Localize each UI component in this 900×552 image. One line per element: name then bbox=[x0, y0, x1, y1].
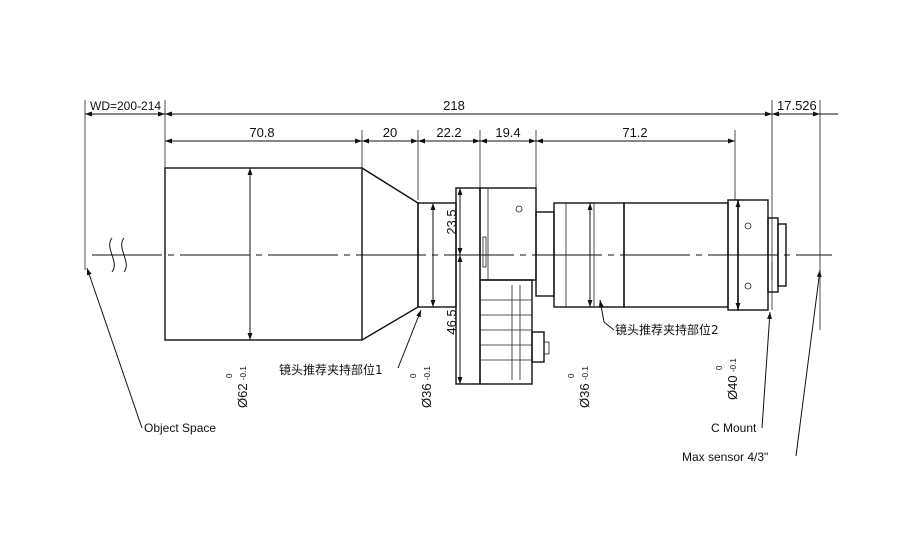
diameter-label-d62: Ø62 0 -0.1 bbox=[225, 366, 250, 408]
clamp2-label: 镜头推荐夹持部位2 bbox=[615, 322, 719, 337]
lens-front-barrel bbox=[164, 167, 363, 341]
dim-line-heights: 23.5 46.5 bbox=[444, 188, 463, 384]
diameter-label-d36b: Ø36 0 -0.1 bbox=[567, 366, 592, 408]
d36a-tol-upper: 0 bbox=[409, 373, 418, 378]
dim-sensor-label: 17.526 bbox=[777, 98, 817, 113]
dim-taper-label: 20 bbox=[383, 125, 397, 140]
lens-taper-section bbox=[361, 167, 419, 341]
d40-main: Ø40 bbox=[725, 375, 740, 400]
lens-mount-block bbox=[455, 187, 537, 385]
dim-rear-label: 71.2 bbox=[622, 125, 647, 140]
c-mount-thread bbox=[767, 217, 787, 293]
d62-tol-upper: 0 bbox=[225, 373, 234, 378]
callout-c-mount: C Mount bbox=[711, 311, 772, 435]
d36a-tol-lower: -0.1 bbox=[423, 366, 432, 380]
d36b-main: Ø36 bbox=[577, 383, 592, 408]
d62-main: Ø62 bbox=[235, 383, 250, 408]
diameter-label-d40: Ø40 0 -0.1 bbox=[715, 358, 740, 400]
callout-clamp-1: 镜头推荐夹持部位1 bbox=[279, 309, 422, 377]
dim-line-total: 218 bbox=[165, 98, 772, 117]
segment-dimension-lines: 70.8 20 22.2 19.4 71.2 bbox=[165, 125, 735, 144]
callout-object-space: Object Space bbox=[86, 267, 216, 435]
d36a-main: Ø36 bbox=[419, 383, 434, 408]
dim-lower-height-label: 46.5 bbox=[444, 309, 459, 334]
d40-tol-upper: 0 bbox=[715, 365, 724, 370]
break-symbol bbox=[109, 237, 127, 273]
c-mount-label: C Mount bbox=[711, 421, 757, 435]
dim-wd-label: WD=200-214 bbox=[90, 99, 161, 113]
d36b-tol-lower: -0.1 bbox=[581, 366, 590, 380]
clamp1-label: 镜头推荐夹持部位1 bbox=[279, 362, 383, 377]
diameter-label-d36a: Ø36 0 -0.1 bbox=[409, 366, 434, 408]
lens-knob-assembly bbox=[479, 279, 550, 385]
dim-upper-height-label: 23.5 bbox=[444, 209, 459, 234]
max-sensor-label: Max sensor 4/3" bbox=[682, 450, 768, 464]
callout-max-sensor: Max sensor 4/3" bbox=[682, 269, 822, 464]
d36b-tol-upper: 0 bbox=[567, 373, 576, 378]
dim-total-label: 218 bbox=[443, 98, 465, 113]
dim-line-wd: WD=200-214 bbox=[85, 99, 165, 117]
dim-line-sensor: 17.526 bbox=[772, 98, 838, 117]
object-space-label: Object Space bbox=[144, 421, 216, 435]
dim-clamp-label: 22.2 bbox=[436, 125, 461, 140]
callout-clamp-2: 镜头推荐夹持部位2 bbox=[598, 299, 719, 337]
dim-front-label: 70.8 bbox=[249, 125, 274, 140]
d40-tol-lower: -0.1 bbox=[729, 358, 738, 372]
d62-tol-lower: -0.1 bbox=[239, 366, 248, 380]
dim-body-label: 19.4 bbox=[495, 125, 520, 140]
